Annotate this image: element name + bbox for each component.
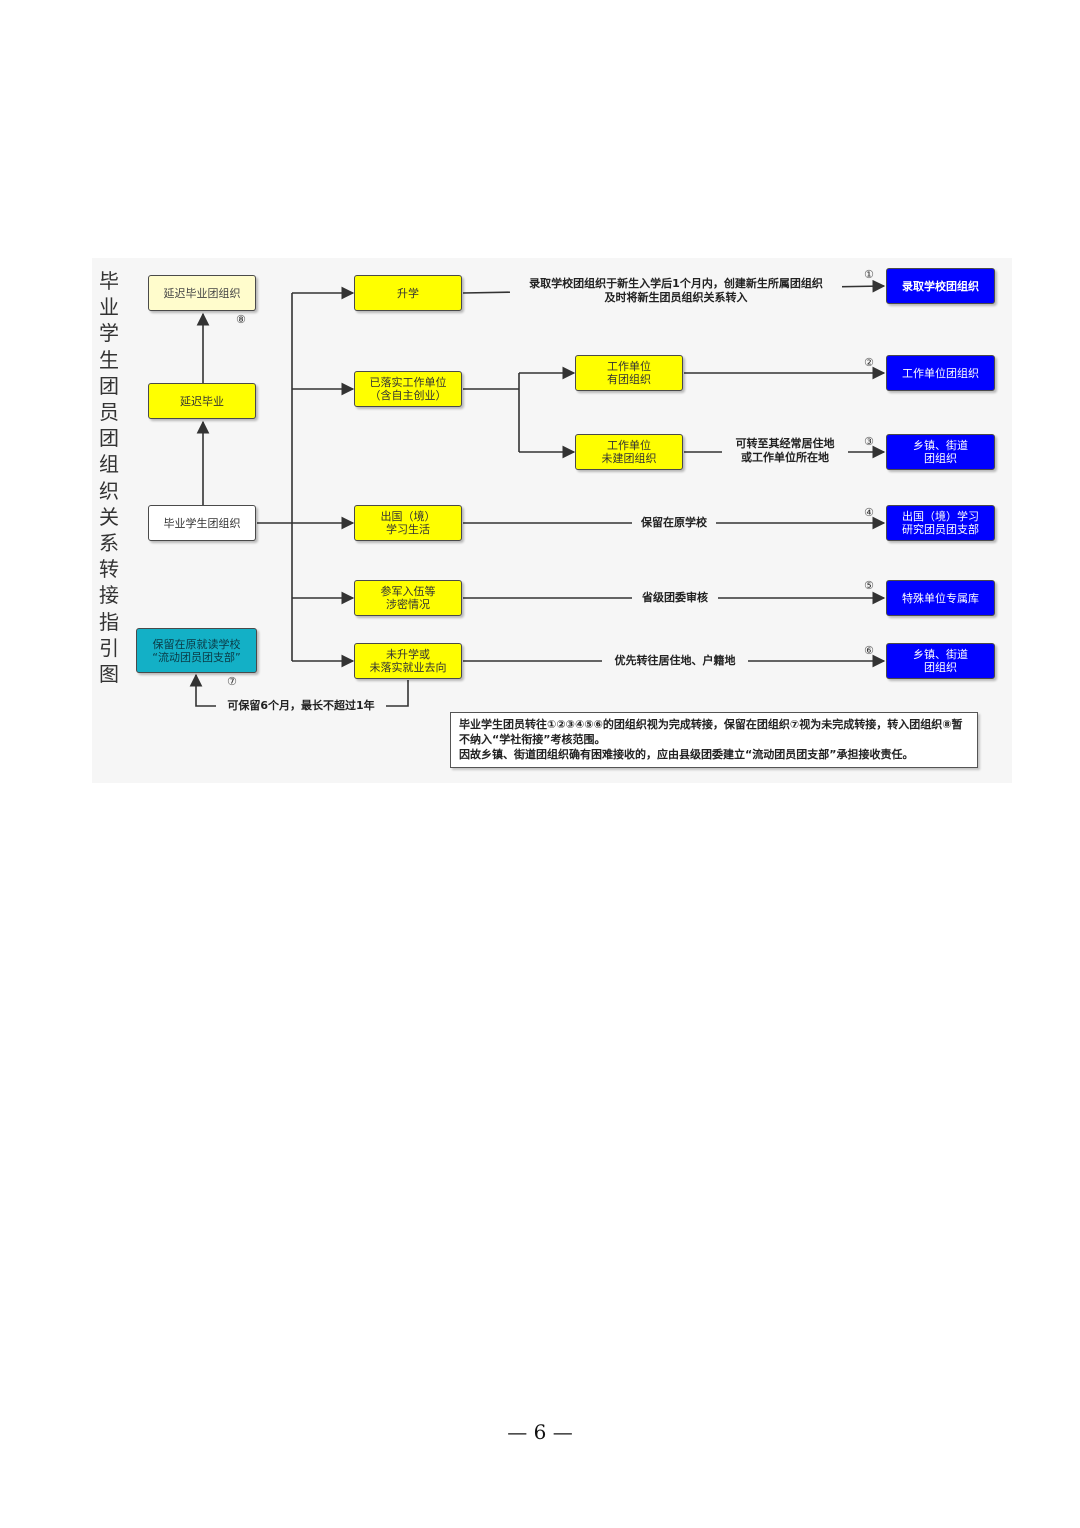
label-provincial-review: 省级团委审核 (632, 591, 718, 605)
marker-5: ⑤ (864, 579, 874, 592)
node-dest-abroad: 出国（境）学习 研究团员团支部 (886, 505, 995, 541)
marker-3: ③ (864, 435, 874, 448)
node-employer-has-org: 工作单位 有团组织 (575, 355, 683, 391)
node-further-study: 升学 (354, 275, 462, 311)
marker-7: ⑦ (227, 675, 237, 688)
diagram-title: 毕业学生团员团组织关系转接指引图 (99, 269, 119, 687)
node-keep-school: 保留在原就读学校 “流动团员团支部” (136, 628, 257, 673)
marker-4: ④ (864, 506, 874, 519)
node-dest-special: 特殊单位专属库 (886, 580, 995, 616)
node-graduate-org: 毕业学生团组织 (148, 505, 256, 541)
node-dest-school: 录取学校团组织 (886, 268, 995, 304)
label-keep-original-school: 保留在原学校 (632, 516, 716, 530)
label-residence-priority: 优先转往居住地、户籍地 (602, 654, 748, 668)
node-military: 参军入伍等 涉密情况 (354, 580, 462, 616)
node-delayed-org: 延迟毕业团组织 (148, 275, 256, 311)
marker-2: ② (864, 356, 874, 369)
marker-1: ① (864, 268, 874, 281)
label-keep-duration: 可保留6个月，最长不超过1年 (216, 699, 386, 713)
note-box: 毕业学生团员转往①②③④⑤⑥的团组织视为完成转接，保留在团组织⑦视为未完成转接，… (450, 712, 978, 768)
node-unsettled: 未升学或 未落实就业去向 (354, 643, 462, 679)
node-delayed-graduation: 延迟毕业 (148, 383, 256, 419)
marker-8: ⑧ (236, 313, 246, 326)
marker-6: ⑥ (864, 644, 874, 657)
label-school-transfer: 录取学校团组织于新生入学后1个月内，创建新生所属团组织 及时将新生团员组织关系转… (510, 277, 842, 305)
node-employed: 已落实工作单位 （含自主创业） (354, 371, 462, 407)
page-number: — 6 — (507, 1420, 573, 1444)
node-dest-town-6: 乡镇、街道 团组织 (886, 643, 995, 679)
label-no-org-transfer: 可转至其经常居住地 或工作单位所在地 (722, 437, 848, 465)
node-abroad: 出国（境） 学习生活 (354, 505, 462, 541)
node-dest-town-3: 乡镇、街道 团组织 (886, 434, 995, 470)
node-employer-no-org: 工作单位 未建团组织 (575, 434, 683, 470)
node-dest-employer: 工作单位团组织 (886, 355, 995, 391)
